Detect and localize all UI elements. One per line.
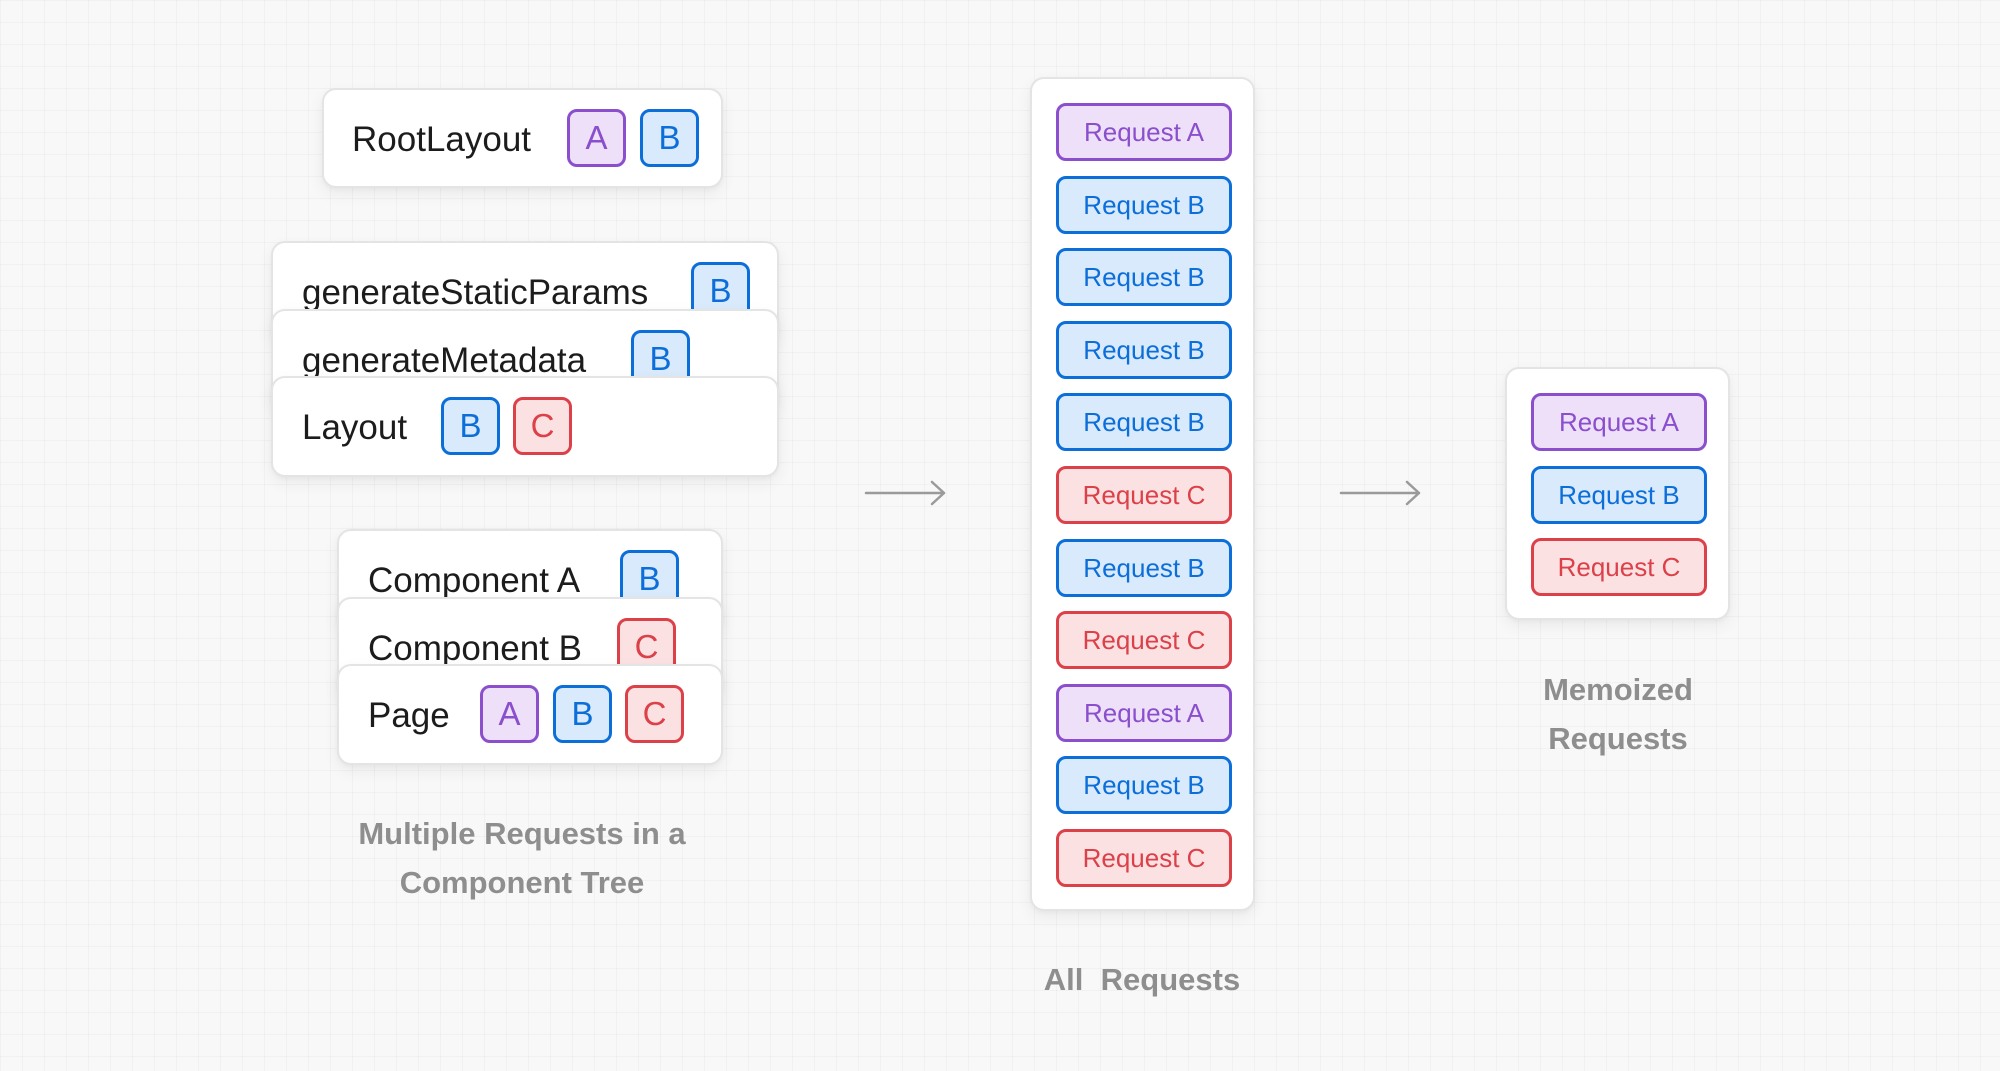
generate-static-params-label: generateStaticParams [302, 273, 649, 312]
page-label: Page [368, 696, 450, 735]
request-b-badge: B [441, 397, 500, 455]
layout-card: Layout B C [271, 376, 779, 477]
layout-label: Layout [302, 408, 408, 447]
request-b-item: Request B [1056, 248, 1232, 306]
request-b-badge: B [553, 685, 612, 743]
memoized-requests-panel: Request A Request B Request C [1505, 367, 1730, 620]
root-layout-label: RootLayout [352, 120, 532, 159]
request-a-badge: A [567, 109, 626, 167]
component-tree-caption-line2: Component Tree [399, 865, 645, 900]
request-a-item: Request A [1056, 684, 1232, 742]
generate-metadata-label: generateMetadata [302, 341, 587, 380]
arrow-right-icon [864, 480, 946, 506]
request-a-item: Request A [1531, 393, 1707, 451]
request-c-item: Request C [1056, 466, 1232, 524]
memoized-caption-line2: Requests [1548, 721, 1688, 756]
request-c-item: Request C [1056, 611, 1232, 669]
all-requests-panel: Request A Request B Request B Request B … [1030, 77, 1255, 911]
request-b-item: Request B [1531, 466, 1707, 524]
request-a-item: Request A [1056, 103, 1232, 161]
component-tree-caption-line1: Multiple Requests in a [358, 816, 686, 851]
arrow-right-icon [1339, 480, 1421, 506]
request-b-item: Request B [1056, 321, 1232, 379]
all-requests-caption: All Requests [1043, 962, 1241, 997]
component-tree-caption: Multiple Requests in a Component Tree [322, 809, 722, 907]
request-b-item: Request B [1056, 176, 1232, 234]
request-c-badge: C [513, 397, 572, 455]
request-a-badge: A [480, 685, 539, 743]
memoized-caption-line1: Memoized [1543, 672, 1693, 707]
request-b-item: Request B [1056, 539, 1232, 597]
request-b-badge: B [640, 109, 699, 167]
request-c-item: Request C [1056, 829, 1232, 887]
request-b-item: Request B [1056, 393, 1232, 451]
component-a-label: Component A [368, 561, 581, 600]
page-card: Page A B C [337, 664, 723, 765]
request-c-item: Request C [1531, 538, 1707, 596]
memoized-requests-caption: Memoized Requests [1468, 665, 1768, 763]
request-b-item: Request B [1056, 756, 1232, 814]
component-b-label: Component B [368, 629, 583, 668]
request-c-badge: C [625, 685, 684, 743]
root-layout-card: RootLayout A B [322, 88, 723, 188]
